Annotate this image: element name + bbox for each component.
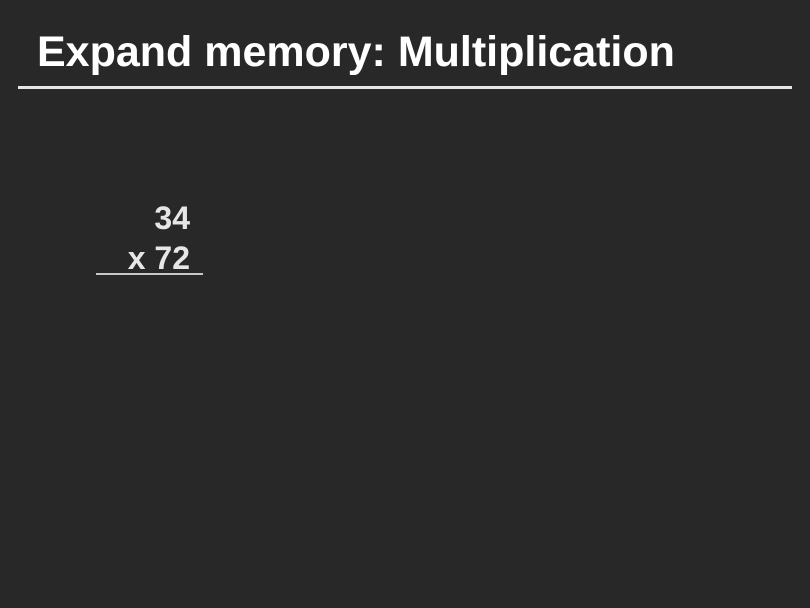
title-divider (18, 86, 792, 89)
multiplier: x 72 (127, 240, 190, 276)
slide-title: Expand memory: Multiplication (37, 28, 675, 76)
answer-line (96, 273, 203, 275)
multiplicand: 34 (154, 200, 190, 236)
